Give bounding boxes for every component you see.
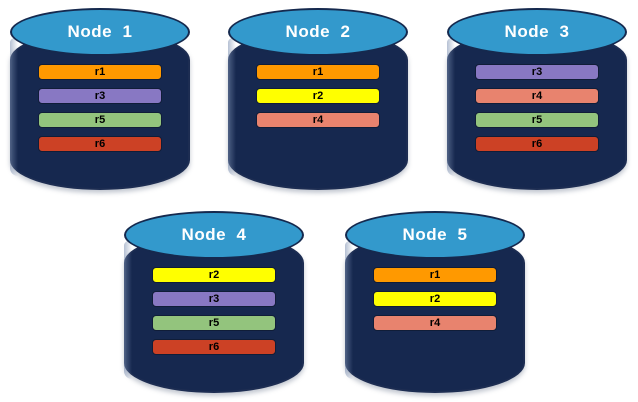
node-cylinder-top bbox=[10, 8, 190, 56]
node-label: Node 1 bbox=[67, 22, 133, 41]
replica-segment[interactable]: r5 bbox=[38, 112, 162, 128]
replica-segment[interactable]: r4 bbox=[373, 315, 497, 331]
node-label: Node 3 bbox=[504, 22, 570, 41]
node-cylinder-body bbox=[447, 30, 627, 190]
node-cylinder-body bbox=[228, 30, 408, 190]
replica-segment[interactable]: r6 bbox=[38, 136, 162, 152]
replica-segment[interactable]: r5 bbox=[475, 112, 599, 128]
database-node-2[interactable]: Node 2 r1 r2 r4 bbox=[228, 8, 408, 190]
node-label: Node 2 bbox=[285, 22, 351, 41]
replica-segment[interactable]: r5 bbox=[152, 315, 276, 331]
replica-segment-list: r3 r4 r5 r6 bbox=[447, 64, 627, 152]
node-cylinder-top bbox=[345, 211, 525, 259]
database-node-3[interactable]: Node 3 r3 r4 r5 r6 bbox=[447, 8, 627, 190]
replica-segment-list: r2 r3 r5 r6 bbox=[124, 267, 304, 355]
replica-segment[interactable]: r1 bbox=[38, 64, 162, 80]
replica-segment[interactable]: r2 bbox=[373, 291, 497, 307]
node-cylinder-top bbox=[124, 211, 304, 259]
replica-segment[interactable]: r3 bbox=[38, 88, 162, 104]
replica-segment[interactable]: r3 bbox=[152, 291, 276, 307]
node-cylinder-top bbox=[228, 8, 408, 56]
node-label: Node 4 bbox=[181, 225, 247, 244]
replica-segment[interactable]: r3 bbox=[475, 64, 599, 80]
replica-segment[interactable]: r1 bbox=[256, 64, 380, 80]
database-node-4[interactable]: Node 4 r2 r3 r5 r6 bbox=[124, 211, 304, 393]
node-label: Node 5 bbox=[402, 225, 468, 244]
database-node-1[interactable]: Node 1 r1 r3 r5 r6 bbox=[10, 8, 190, 190]
replica-segment-list: r1 r2 r4 bbox=[228, 64, 408, 128]
replica-segment[interactable]: r4 bbox=[256, 112, 380, 128]
replica-segment[interactable]: r2 bbox=[256, 88, 380, 104]
node-cylinder-body bbox=[345, 233, 525, 393]
replica-segment[interactable]: r2 bbox=[152, 267, 276, 283]
node-cylinder-top bbox=[447, 8, 627, 56]
replica-segment[interactable]: r4 bbox=[475, 88, 599, 104]
replica-segment-list: r1 r2 r4 bbox=[345, 267, 525, 331]
replica-segment[interactable]: r6 bbox=[475, 136, 599, 152]
replica-segment[interactable]: r1 bbox=[373, 267, 497, 283]
replica-segment-list: r1 r3 r5 r6 bbox=[10, 64, 190, 152]
replica-segment[interactable]: r6 bbox=[152, 339, 276, 355]
database-node-5[interactable]: Node 5 r1 r2 r4 bbox=[345, 211, 525, 393]
